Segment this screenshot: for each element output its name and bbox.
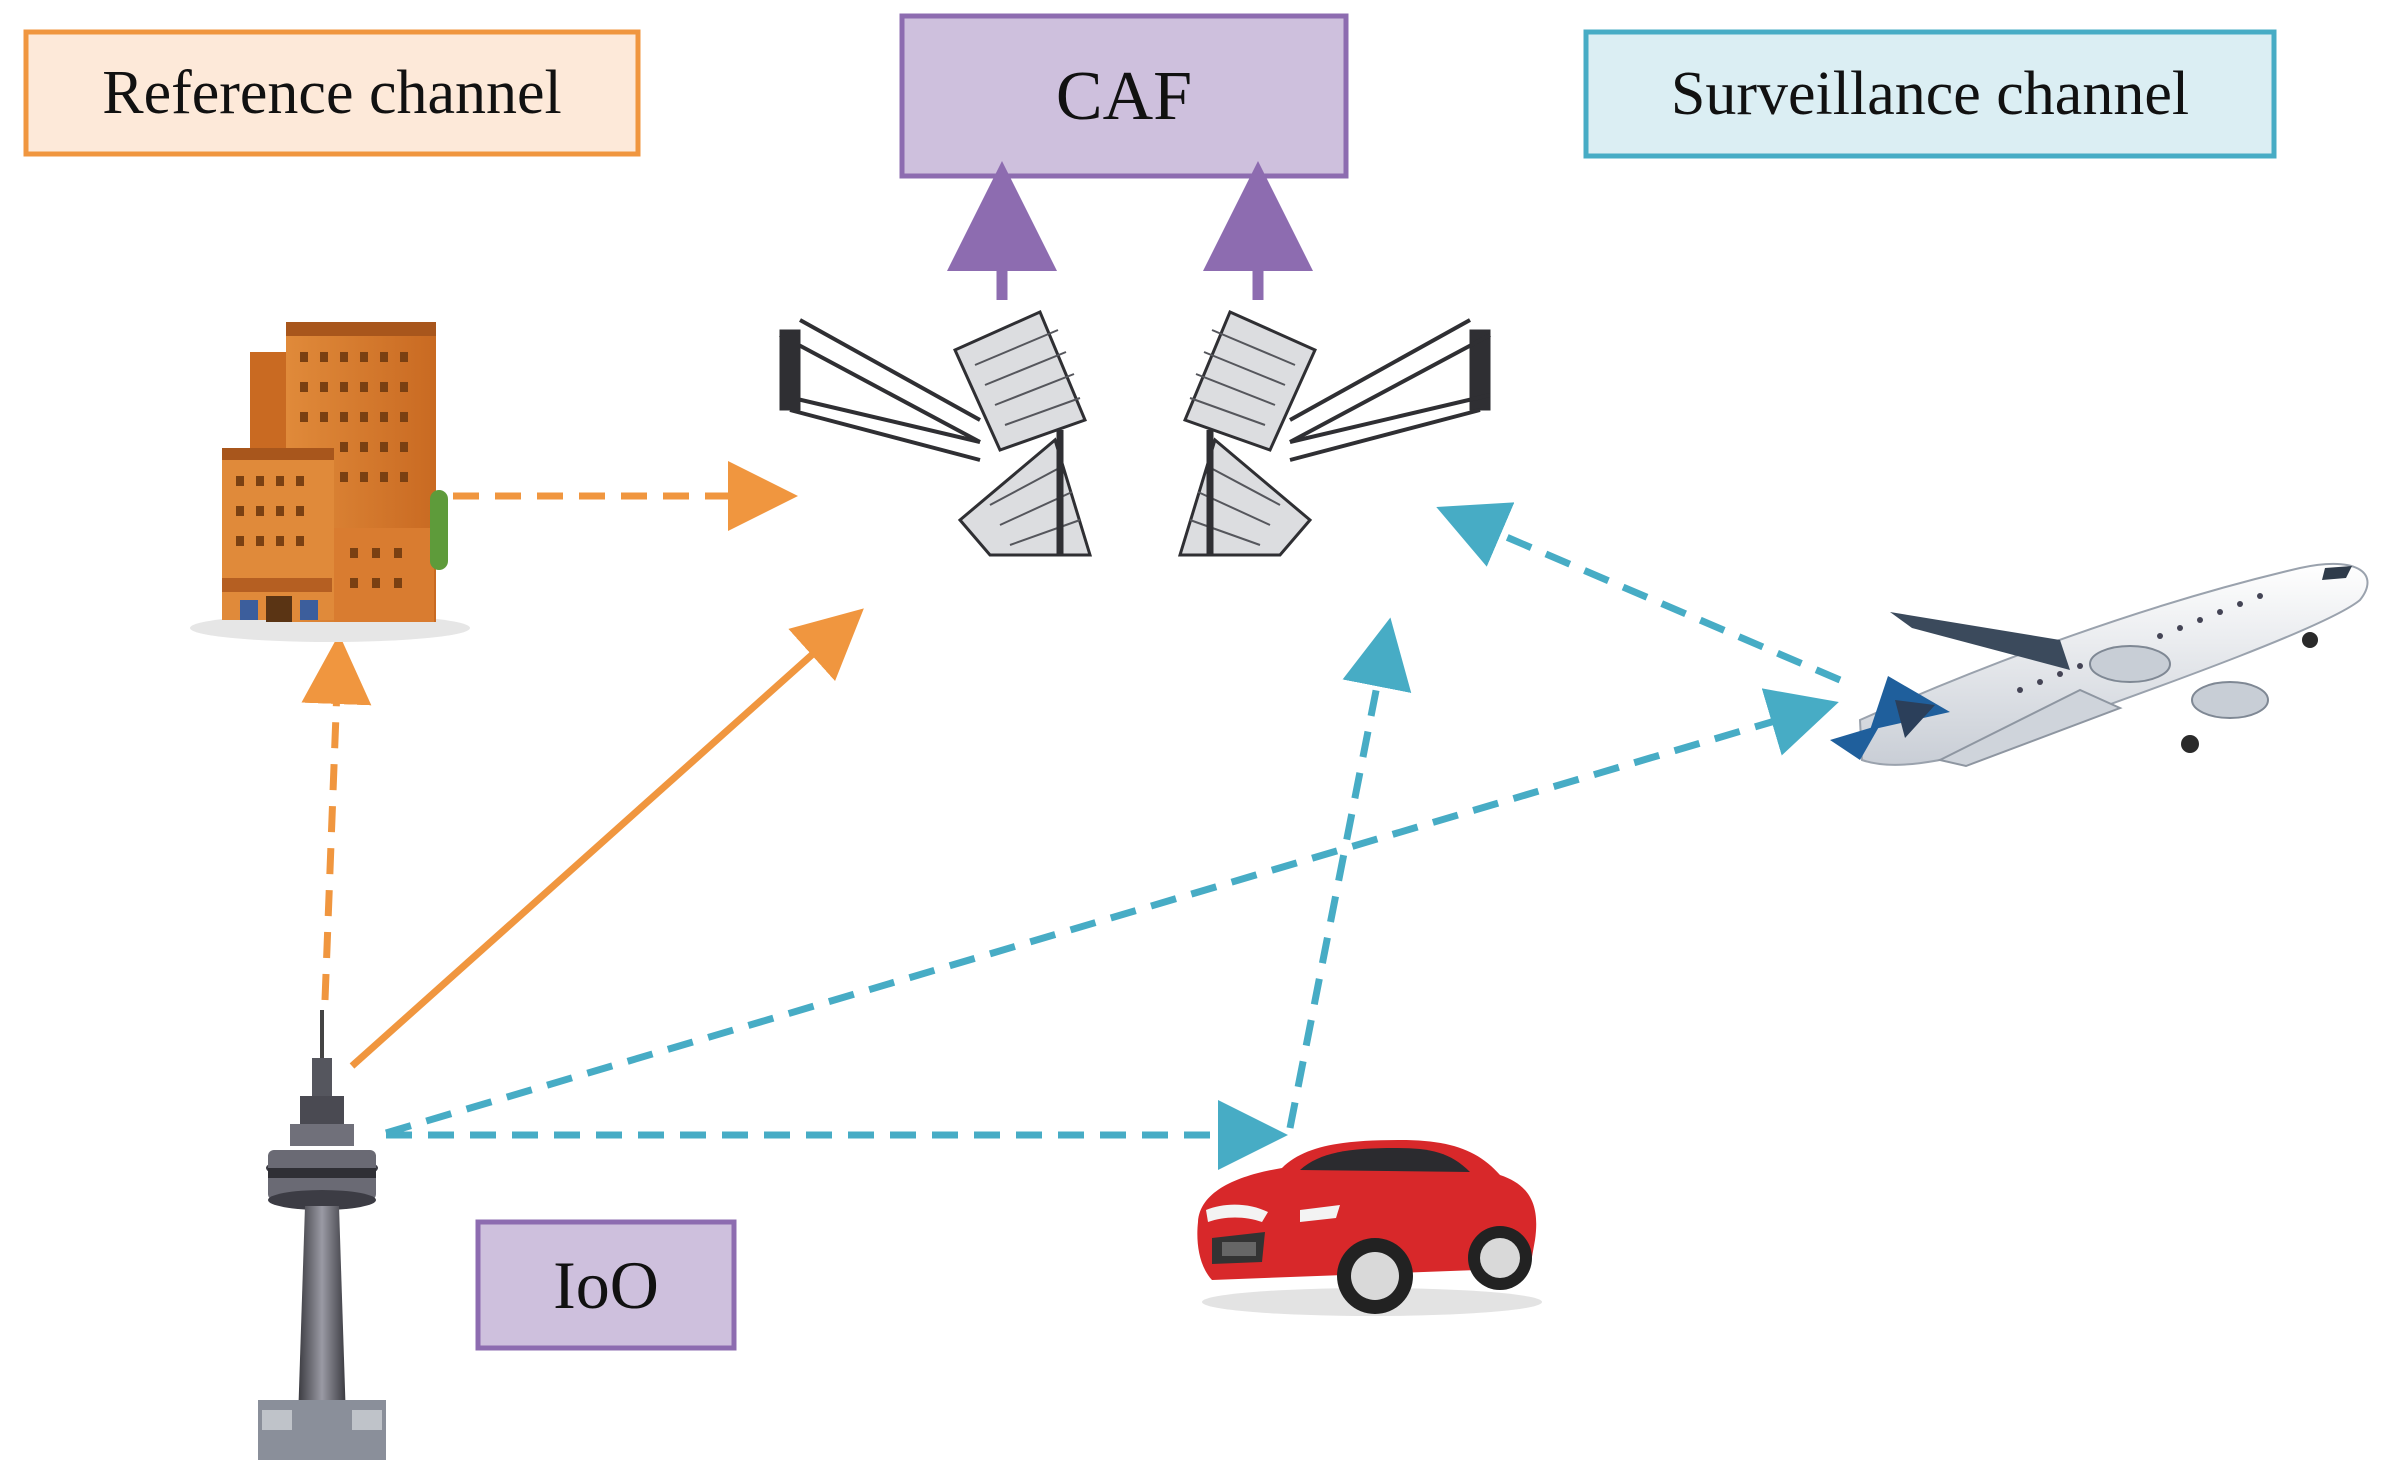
reference-channel-box-frame <box>23 29 641 157</box>
ioo-box-frame <box>475 1219 737 1351</box>
antenna-icon <box>779 310 1491 557</box>
tower-to-building-arrow <box>301 634 372 1001</box>
surveillance-channel-label: Surveillance channel <box>1670 59 2190 128</box>
building-icon <box>190 322 470 642</box>
car-to-antenna-arrow <box>1286 617 1412 1129</box>
car-icon <box>1197 1140 1542 1316</box>
airplane-to-antenna-arrow <box>1436 502 1842 684</box>
caf-label: CAF <box>1055 58 1193 135</box>
ioo-label: IoO <box>553 1246 659 1323</box>
caf-box-frame <box>899 13 1349 179</box>
surveillance-channel-box-frame <box>1583 29 2277 159</box>
tower-to-antenna-direct-arrow <box>349 608 864 1069</box>
airplane-icon <box>1830 563 2369 768</box>
tower-icon <box>258 1010 386 1460</box>
tower-to-airplane-arrow <box>385 688 1839 1137</box>
reference-channel-label: Reference channel <box>102 58 562 127</box>
